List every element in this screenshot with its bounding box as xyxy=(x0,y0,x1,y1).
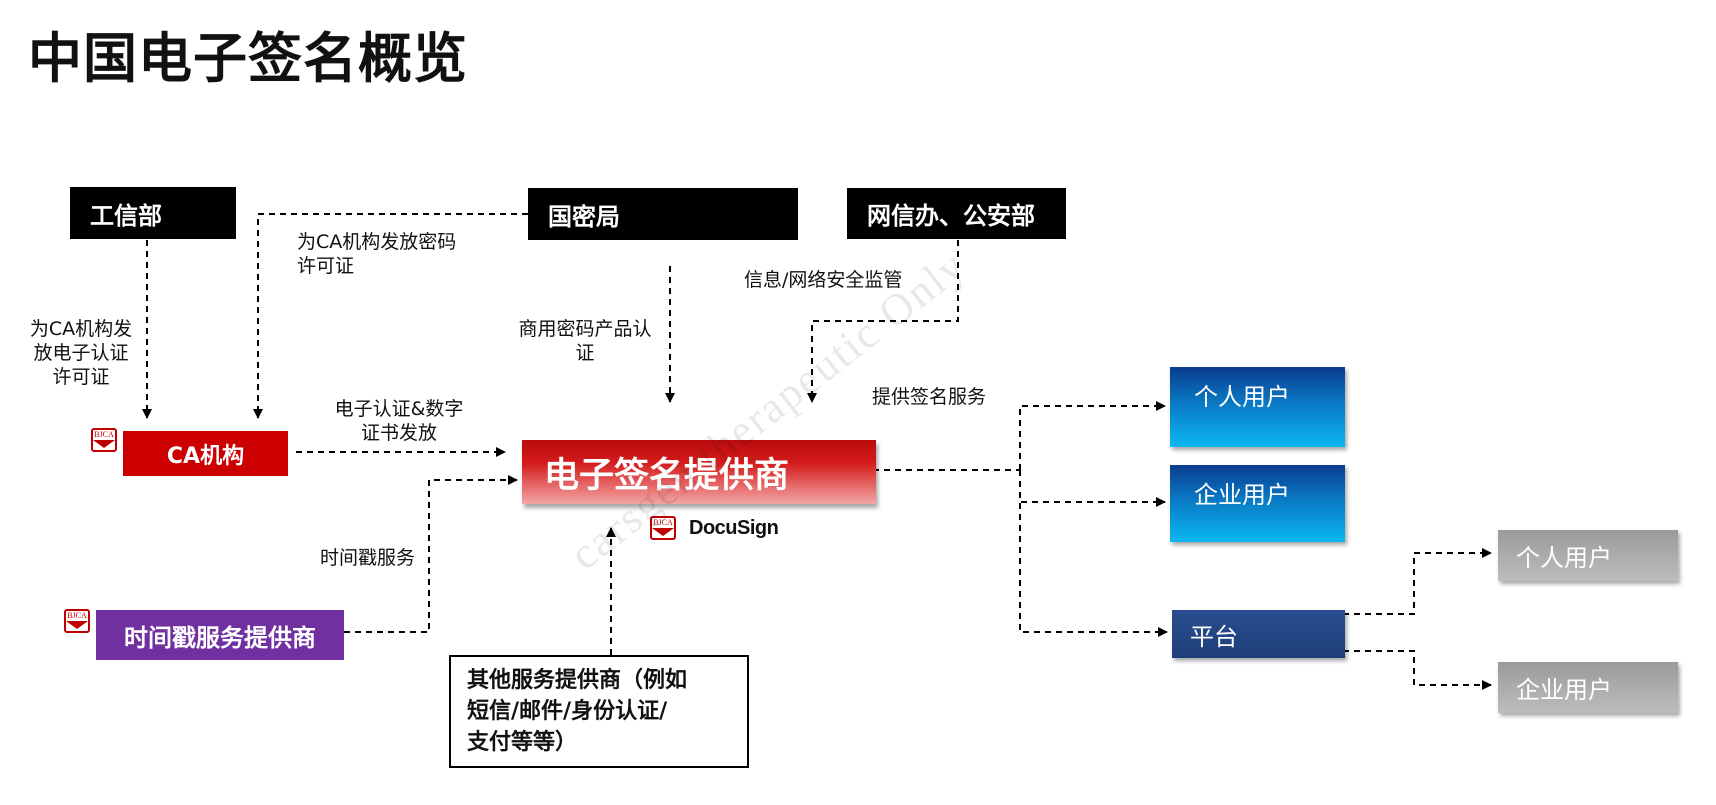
bjca-logo-icon: BJCA xyxy=(64,609,90,633)
label-cac-to-provider: 信息/网络安全监管 xyxy=(744,269,903,291)
esignature-provider-label: 电子签名提供商 xyxy=(544,455,790,496)
docusign-logo: DocuSign xyxy=(689,517,779,539)
bjca-logo-icon: BJCA xyxy=(650,516,676,540)
label-line: 证书发放 xyxy=(360,422,437,444)
label-scra-to-provider: 商用密码产品认 证 xyxy=(510,317,660,365)
edge-to-individual xyxy=(1019,401,1166,470)
bjca-logo-icon: BJCA xyxy=(91,428,117,452)
label-line: 许可证 xyxy=(297,255,355,277)
other-services-line: 其他服务提供商（例如 xyxy=(467,668,688,693)
other-services-line: 支付等等） xyxy=(467,730,578,755)
label-provider-to-users: 提供签名服务 xyxy=(872,386,987,408)
platform-node: 平台 xyxy=(1172,610,1345,658)
edge-timestamp-to-provider xyxy=(344,475,518,633)
timestamp-provider-node: 时间戳服务提供商 xyxy=(96,610,344,660)
user-enterprise-label: 企业用户 xyxy=(1194,481,1290,509)
authority-scra: 国密局 xyxy=(528,188,798,240)
label-line: 电子认证&数字 xyxy=(334,398,464,420)
platform-individual-node: 个人用户 xyxy=(1498,530,1678,581)
edge-platform-to-enterprise xyxy=(1343,650,1492,690)
timestamp-provider-label: 时间戳服务提供商 xyxy=(124,623,316,652)
label-line: 为CA机构发放密码 xyxy=(297,231,457,253)
label-ca-to-provider: 电子认证&数字 证书发放 xyxy=(324,397,474,445)
platform-label: 平台 xyxy=(1190,622,1238,651)
platform-enterprise-node: 企业用户 xyxy=(1498,662,1678,713)
user-individual-node: 个人用户 xyxy=(1170,367,1345,447)
label-line: 商用密码产品认 xyxy=(518,318,652,340)
user-enterprise-node: 企业用户 xyxy=(1170,465,1345,542)
other-services-line: 短信/邮件/身份认证/ xyxy=(467,699,668,724)
authority-scra-label: 国密局 xyxy=(548,202,620,231)
label-line: 许可证 xyxy=(52,366,110,388)
edge-platform-to-individual xyxy=(1343,548,1492,615)
ca-node: CA机构 xyxy=(123,431,288,476)
authority-miit-label: 工信部 xyxy=(90,201,162,230)
label-scra-to-ca: 为CA机构发放密码 许可证 xyxy=(297,230,456,278)
platform-enterprise-label: 企业用户 xyxy=(1516,676,1612,704)
label-line: 证 xyxy=(575,342,595,364)
user-individual-label: 个人用户 xyxy=(1194,383,1290,411)
edge-to-enterprise xyxy=(1019,470,1166,507)
authority-cac-mps-label: 网信办、公安部 xyxy=(867,202,1035,230)
platform-individual-label: 个人用户 xyxy=(1516,544,1612,572)
other-services-node: 其他服务提供商（例如 短信/邮件/身份认证/ 支付等等） xyxy=(449,655,749,768)
edge-scra-to-ca xyxy=(253,213,528,419)
bjca-logo-text: BJCA xyxy=(67,611,87,620)
esignature-provider-node: 电子签名提供商 xyxy=(522,440,876,504)
bjca-logo-text: BJCA xyxy=(94,430,114,439)
label-miit-to-ca: 为CA机构发 放电子认证 许可证 xyxy=(26,317,136,389)
label-timestamp-to-provider: 时间戳服务 xyxy=(320,547,416,569)
authority-cac-mps: 网信办、公安部 xyxy=(847,188,1066,239)
authority-miit: 工信部 xyxy=(70,187,236,239)
bjca-logo-text: BJCA xyxy=(653,518,673,527)
edge-cac-to-provider xyxy=(807,240,959,403)
edge-to-platform xyxy=(1019,470,1168,637)
ca-node-label: CA机构 xyxy=(166,443,245,469)
page-title: 中国电子签名概览 xyxy=(28,27,468,90)
label-line: 放电子认证 xyxy=(33,342,129,364)
label-line: 为CA机构发 xyxy=(29,318,133,340)
